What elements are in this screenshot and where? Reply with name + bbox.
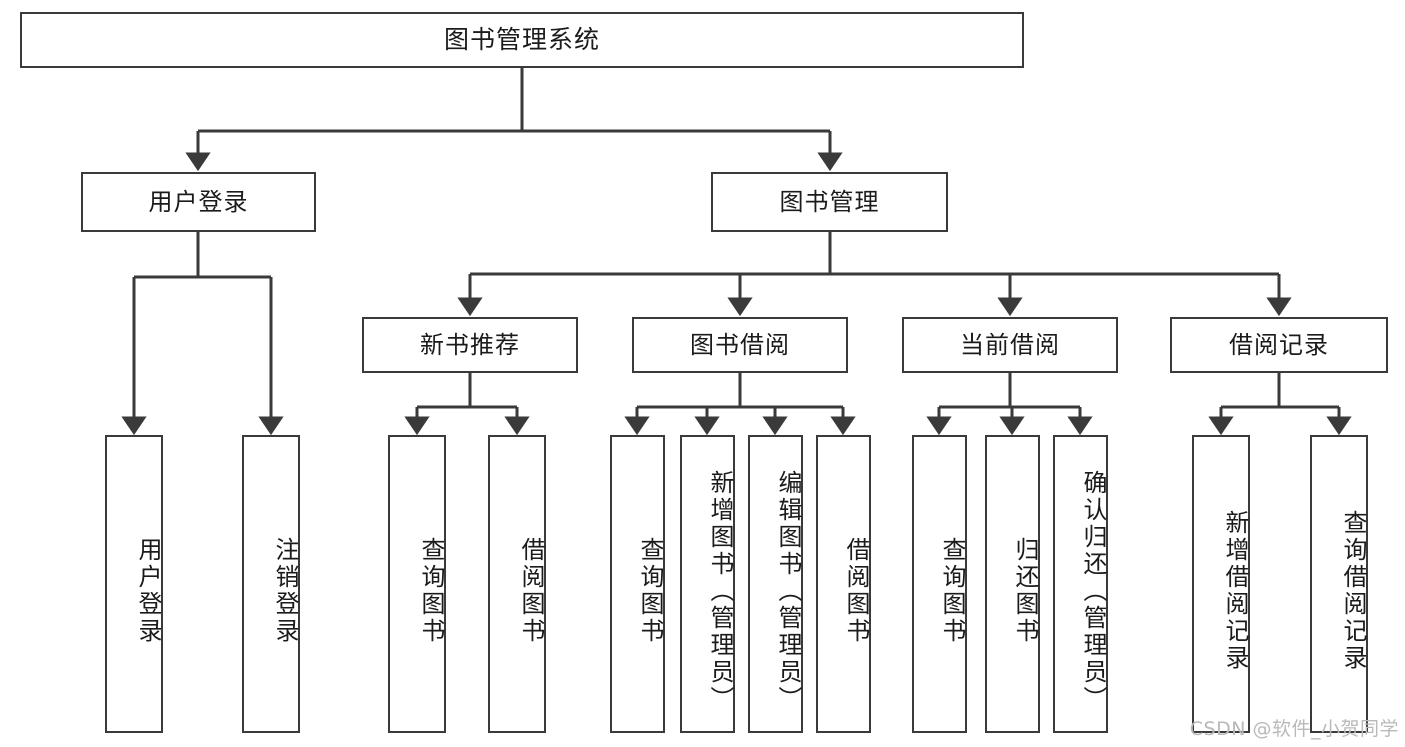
node-label: 用户登录 bbox=[134, 537, 162, 645]
node-label: 查询图书 bbox=[636, 537, 664, 645]
leaf-add-borrow-record[interactable]: 新增借阅记录 bbox=[1192, 435, 1250, 733]
node-label: 新增图书（管理员） bbox=[706, 469, 734, 713]
node-current-borrow[interactable]: 当前借阅 bbox=[902, 317, 1118, 373]
leaf-edit-book-admin[interactable]: 编辑图书（管理员） bbox=[748, 435, 803, 733]
leaf-query-book-current[interactable]: 查询图书 bbox=[912, 435, 967, 733]
leaf-confirm-return-admin[interactable]: 确认归还（管理员） bbox=[1053, 435, 1108, 733]
node-label: 新增借阅记录 bbox=[1221, 510, 1249, 672]
node-label: 查询借阅记录 bbox=[1339, 510, 1367, 672]
leaf-return-book[interactable]: 归还图书 bbox=[985, 435, 1040, 733]
leaf-borrow-book-recommend[interactable]: 借阅图书 bbox=[488, 435, 546, 733]
leaf-add-book-admin[interactable]: 新增图书（管理员） bbox=[680, 435, 735, 733]
leaf-query-book-borrow[interactable]: 查询图书 bbox=[610, 435, 665, 733]
node-root[interactable]: 图书管理系统 bbox=[20, 12, 1024, 68]
node-label: 查询图书 bbox=[417, 537, 445, 645]
leaf-logout[interactable]: 注销登录 bbox=[242, 435, 300, 733]
leaf-query-book-recommend[interactable]: 查询图书 bbox=[388, 435, 446, 733]
node-label: 借阅图书 bbox=[842, 537, 870, 645]
leaf-user-login[interactable]: 用户登录 bbox=[105, 435, 163, 733]
node-label: 新书推荐 bbox=[420, 330, 520, 359]
node-label: 查询图书 bbox=[938, 537, 966, 645]
node-label: 图书借阅 bbox=[690, 330, 790, 359]
leaf-borrow-book[interactable]: 借阅图书 bbox=[816, 435, 871, 733]
node-label: 注销登录 bbox=[271, 537, 299, 645]
node-label: 确认归还（管理员） bbox=[1079, 469, 1107, 713]
node-label: 归还图书 bbox=[1011, 537, 1039, 645]
node-label: 编辑图书（管理员） bbox=[774, 469, 802, 713]
node-book-management-module[interactable]: 图书管理 bbox=[711, 172, 948, 232]
node-label: 借阅图书 bbox=[517, 537, 545, 645]
leaf-query-borrow-record[interactable]: 查询借阅记录 bbox=[1310, 435, 1368, 733]
node-borrow-records[interactable]: 借阅记录 bbox=[1170, 317, 1388, 373]
node-label: 用户登录 bbox=[148, 187, 249, 216]
node-book-borrow[interactable]: 图书借阅 bbox=[632, 317, 848, 373]
node-user-login-module[interactable]: 用户登录 bbox=[81, 172, 316, 232]
node-label: 借阅记录 bbox=[1229, 330, 1329, 359]
watermark: CSDN @软件_小贺同学 bbox=[1189, 718, 1399, 740]
node-label: 图书管理系统 bbox=[443, 25, 600, 54]
node-label: 图书管理 bbox=[779, 187, 880, 216]
node-new-book-recommend[interactable]: 新书推荐 bbox=[362, 317, 578, 373]
node-label: 当前借阅 bbox=[960, 330, 1060, 359]
